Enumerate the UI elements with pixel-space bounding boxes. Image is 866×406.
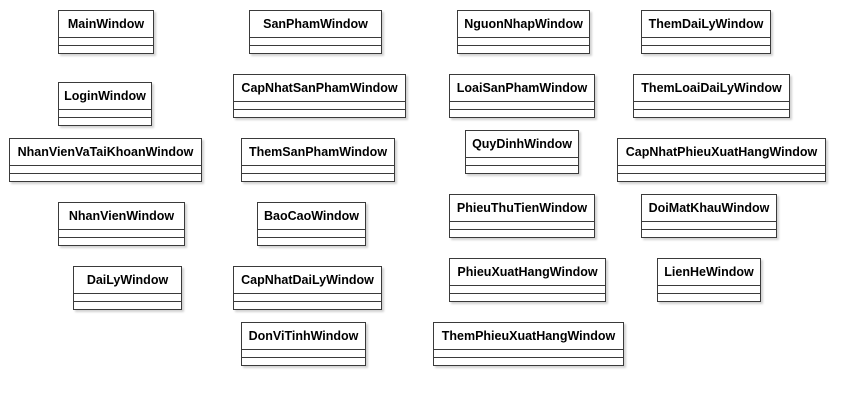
class-name: NguonNhapWindow bbox=[464, 17, 583, 31]
class-methods-compartment bbox=[59, 237, 184, 245]
class-methods-compartment bbox=[434, 357, 623, 365]
class-dailywindow[interactable]: DaiLyWindow bbox=[73, 266, 182, 310]
class-name: DaiLyWindow bbox=[86, 273, 169, 287]
class-name: DoiMatKhauWindow bbox=[648, 201, 770, 215]
class-attributes-compartment bbox=[59, 109, 151, 117]
class-baocaowindow[interactable]: BaoCaoWindow bbox=[257, 202, 366, 246]
class-name: ThemSanPhamWindow bbox=[248, 145, 388, 159]
class-attributes-compartment bbox=[450, 285, 605, 293]
class-nguonnhapwindow[interactable]: NguonNhapWindow bbox=[457, 10, 590, 54]
class-themphieuxuathangwindow[interactable]: ThemPhieuXuatHangWindow bbox=[433, 322, 624, 366]
class-name: LoginWindow bbox=[64, 89, 146, 103]
class-name: PhieuThuTienWindow bbox=[456, 201, 588, 215]
class-capnhatphieuxuathangwindow[interactable]: CapNhatPhieuXuatHangWindow bbox=[617, 138, 826, 182]
class-methods-compartment bbox=[59, 45, 153, 53]
class-methods-compartment bbox=[234, 301, 381, 309]
class-attributes-compartment bbox=[658, 285, 760, 293]
class-attributes-compartment bbox=[242, 165, 394, 173]
class-attributes-compartment bbox=[618, 165, 825, 173]
class-themdailywindow[interactable]: ThemDaiLyWindow bbox=[641, 10, 771, 54]
class-nhanvienwindow[interactable]: NhanVienWindow bbox=[58, 202, 185, 246]
class-methods-compartment bbox=[450, 229, 594, 237]
class-quydinhwindow[interactable]: QuyDinhWindow bbox=[465, 130, 579, 174]
class-name: CapNhatSanPhamWindow bbox=[241, 81, 398, 95]
class-attributes-compartment bbox=[250, 37, 381, 45]
class-attributes-compartment bbox=[59, 37, 153, 45]
class-name: PhieuXuatHangWindow bbox=[457, 265, 598, 279]
class-doimatkhauwindow[interactable]: DoiMatKhauWindow bbox=[641, 194, 777, 238]
class-loginwindow[interactable]: LoginWindow bbox=[58, 82, 152, 126]
class-phieuxuathangwindow[interactable]: PhieuXuatHangWindow bbox=[449, 258, 606, 302]
class-name: NhanVienVaTaiKhoanWindow bbox=[17, 145, 194, 159]
class-name: ThemLoaiDaiLyWindow bbox=[641, 81, 782, 95]
class-attributes-compartment bbox=[74, 293, 181, 301]
class-name: MainWindow bbox=[67, 17, 145, 31]
class-attributes-compartment bbox=[642, 37, 770, 45]
class-attributes-compartment bbox=[642, 221, 776, 229]
class-name: LienHeWindow bbox=[664, 265, 754, 279]
class-methods-compartment bbox=[658, 293, 760, 301]
class-donvitinhwindow[interactable]: DonViTinhWindow bbox=[241, 322, 366, 366]
class-attributes-compartment bbox=[434, 349, 623, 357]
class-attributes-compartment bbox=[450, 101, 594, 109]
class-name: ThemPhieuXuatHangWindow bbox=[441, 329, 616, 343]
class-lienhewindow[interactable]: LienHeWindow bbox=[657, 258, 761, 302]
class-attributes-compartment bbox=[458, 37, 589, 45]
class-methods-compartment bbox=[642, 229, 776, 237]
class-methods-compartment bbox=[458, 45, 589, 53]
class-name: ThemDaiLyWindow bbox=[648, 17, 764, 31]
class-methods-compartment bbox=[10, 173, 201, 181]
class-capnhatdailywindow[interactable]: CapNhatDaiLyWindow bbox=[233, 266, 382, 310]
class-attributes-compartment bbox=[634, 101, 789, 109]
class-nhanvienvataikhoanwindow[interactable]: NhanVienVaTaiKhoanWindow bbox=[9, 138, 202, 182]
class-loaisanphamwindow[interactable]: LoaiSanPhamWindow bbox=[449, 74, 595, 118]
class-methods-compartment bbox=[634, 109, 789, 117]
class-sanphamwindow[interactable]: SanPhamWindow bbox=[249, 10, 382, 54]
class-name: CapNhatDaiLyWindow bbox=[241, 273, 374, 287]
class-methods-compartment bbox=[74, 301, 181, 309]
class-attributes-compartment bbox=[466, 157, 578, 165]
class-name: BaoCaoWindow bbox=[263, 209, 360, 223]
class-attributes-compartment bbox=[59, 229, 184, 237]
class-attributes-compartment bbox=[234, 101, 405, 109]
class-name: NhanVienWindow bbox=[68, 209, 175, 223]
class-methods-compartment bbox=[642, 45, 770, 53]
class-attributes-compartment bbox=[234, 293, 381, 301]
class-themloaidailywindow[interactable]: ThemLoaiDaiLyWindow bbox=[633, 74, 790, 118]
class-methods-compartment bbox=[450, 109, 594, 117]
class-methods-compartment bbox=[258, 237, 365, 245]
class-methods-compartment bbox=[234, 109, 405, 117]
class-name: CapNhatPhieuXuatHangWindow bbox=[625, 145, 818, 159]
class-name: LoaiSanPhamWindow bbox=[456, 81, 588, 95]
class-methods-compartment bbox=[250, 45, 381, 53]
class-name: QuyDinhWindow bbox=[472, 137, 572, 151]
class-methods-compartment bbox=[618, 173, 825, 181]
class-methods-compartment bbox=[242, 357, 365, 365]
class-themsanphamwindow[interactable]: ThemSanPhamWindow bbox=[241, 138, 395, 182]
class-phieuthutienwindow[interactable]: PhieuThuTienWindow bbox=[449, 194, 595, 238]
class-attributes-compartment bbox=[450, 221, 594, 229]
class-capnhatsanphamwindow[interactable]: CapNhatSanPhamWindow bbox=[233, 74, 406, 118]
class-attributes-compartment bbox=[258, 229, 365, 237]
class-mainwindow[interactable]: MainWindow bbox=[58, 10, 154, 54]
class-name: SanPhamWindow bbox=[263, 17, 368, 31]
class-name: DonViTinhWindow bbox=[248, 329, 359, 343]
class-attributes-compartment bbox=[242, 349, 365, 357]
class-methods-compartment bbox=[242, 173, 394, 181]
class-methods-compartment bbox=[59, 117, 151, 125]
class-methods-compartment bbox=[450, 293, 605, 301]
class-methods-compartment bbox=[466, 165, 578, 173]
class-attributes-compartment bbox=[10, 165, 201, 173]
